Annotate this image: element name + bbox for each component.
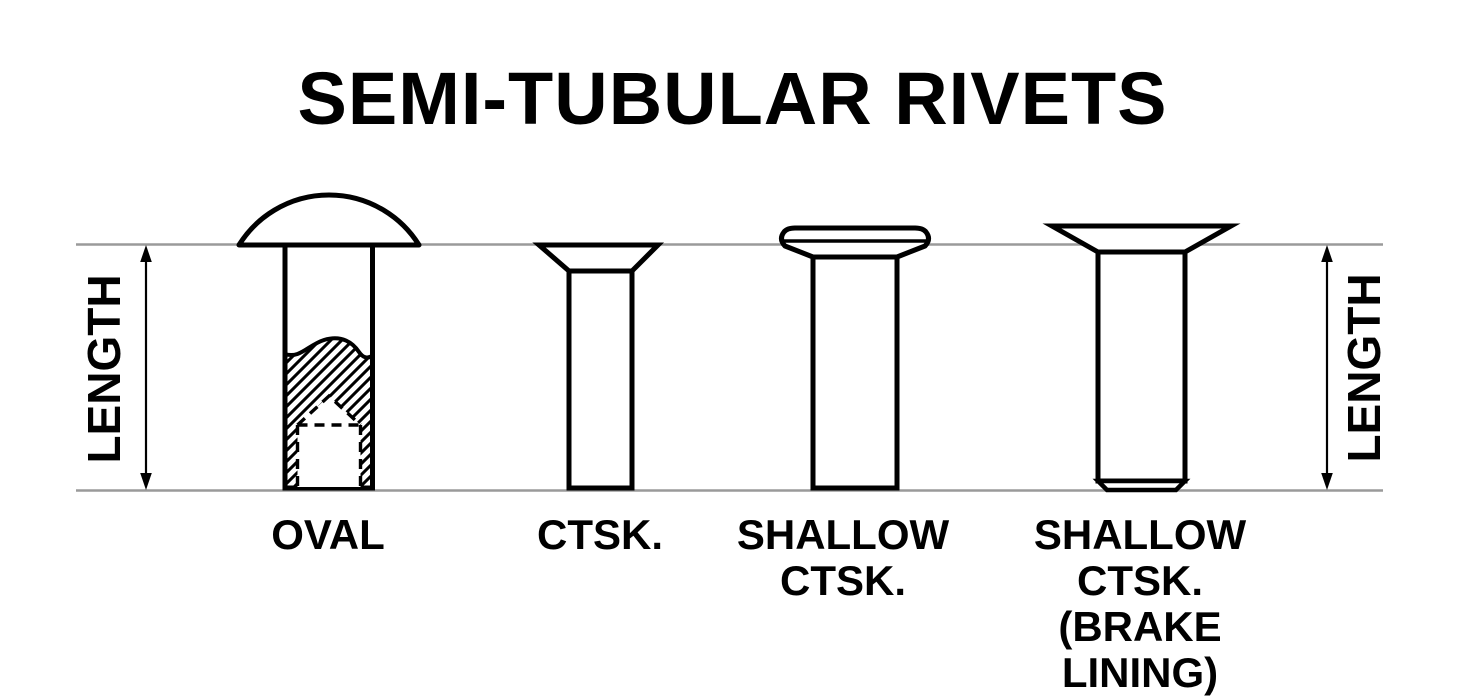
- length-dimension-arrow-left: [140, 245, 152, 490]
- length-label-right: LENGTH: [1338, 273, 1390, 463]
- page-title: SEMI-TUBULAR RIVETS: [297, 57, 1168, 140]
- oval-rivet-drawing: [236, 192, 422, 491]
- rivet-label-oval: OVAL: [271, 511, 385, 558]
- rivet-label-shallow-countersunk-brake-lining: SHALLOW CTSK. (BRAKE LINING): [1033, 511, 1247, 696]
- length-label-left: LENGTH: [78, 274, 130, 464]
- shallow-countersunk-brake-lining-rivet-drawing: [1042, 223, 1241, 493]
- countersunk-rivet-drawing: [532, 242, 665, 491]
- length-dimension-arrow-right: [1321, 245, 1333, 490]
- shallow-countersunk-rivet-drawing: [779, 225, 931, 491]
- rivet-label-countersunk: CTSK.: [537, 511, 663, 558]
- rivet-label-shallow-countersunk: SHALLOW CTSK.: [736, 511, 950, 604]
